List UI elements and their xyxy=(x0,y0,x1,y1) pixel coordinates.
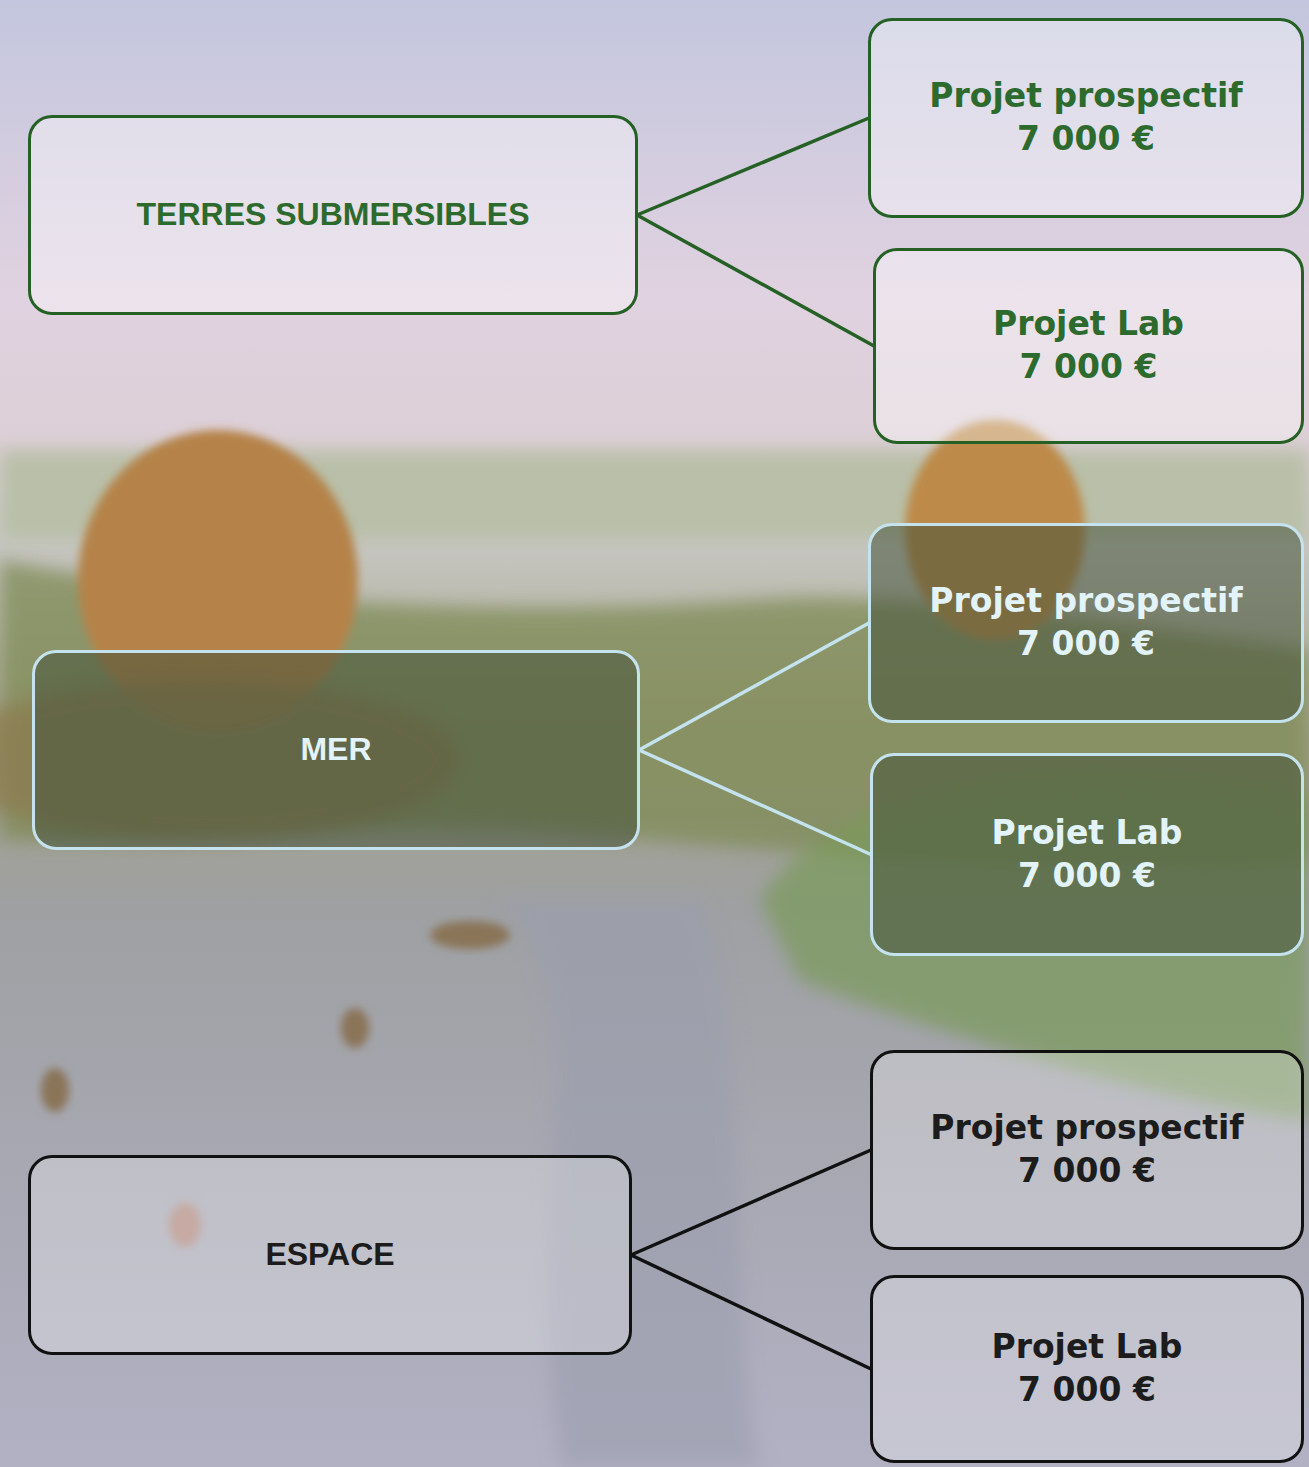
box-label: Projet prospectif xyxy=(929,580,1242,623)
amount-label: 7 000 € xyxy=(1018,1150,1156,1193)
project-box: Projet prospectif7 000 € xyxy=(868,18,1304,218)
box-label: TERRES SUBMERSIBLES xyxy=(137,194,530,236)
box-label: Projet prospectif xyxy=(929,75,1242,118)
project-box: Projet Lab7 000 € xyxy=(870,1275,1304,1463)
boat xyxy=(430,921,510,949)
category-box: TERRES SUBMERSIBLES xyxy=(28,115,638,315)
boat xyxy=(41,1068,69,1112)
project-box: Projet prospectif7 000 € xyxy=(868,523,1304,723)
box-label: Projet Lab xyxy=(991,1326,1182,1369)
amount-label: 7 000 € xyxy=(1018,855,1156,898)
category-box: MER xyxy=(32,650,640,850)
project-box: Projet Lab7 000 € xyxy=(870,753,1304,956)
project-box: Projet Lab7 000 € xyxy=(873,248,1304,444)
box-label: ESPACE xyxy=(265,1234,394,1276)
boat xyxy=(341,1008,369,1048)
connector-line xyxy=(631,1255,871,1369)
amount-label: 7 000 € xyxy=(1018,1369,1156,1412)
box-label: Projet Lab xyxy=(993,303,1184,346)
amount-label: 7 000 € xyxy=(1017,118,1155,161)
amount-label: 7 000 € xyxy=(1020,346,1158,389)
amount-label: 7 000 € xyxy=(1017,623,1155,666)
connector-line xyxy=(639,623,869,750)
category-box: ESPACE xyxy=(28,1155,632,1355)
project-box: Projet prospectif7 000 € xyxy=(870,1050,1304,1250)
connector-line xyxy=(637,118,869,215)
box-label: Projet prospectif xyxy=(930,1107,1243,1150)
box-label: MER xyxy=(300,729,371,771)
connector-line xyxy=(637,215,874,346)
connector-line xyxy=(639,750,871,855)
box-label: Projet Lab xyxy=(991,812,1182,855)
connector-line xyxy=(631,1150,871,1255)
